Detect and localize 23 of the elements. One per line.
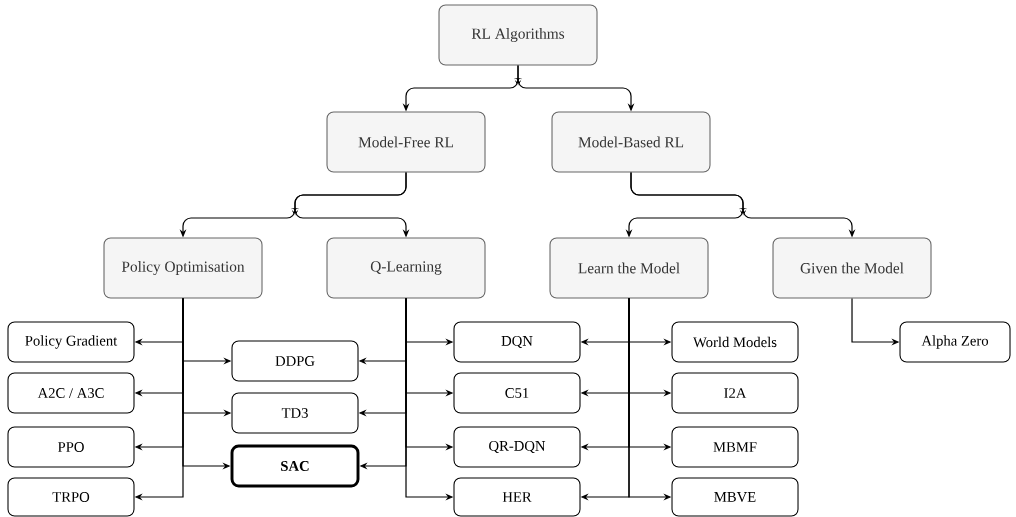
algorithm-box: DQN [453, 321, 581, 363]
algorithm-box: TRPO [7, 477, 135, 517]
algorithm-box: I2A [671, 372, 799, 414]
algorithm-box: MBVE [671, 477, 799, 517]
category-box: Q-Learning [326, 237, 486, 299]
category-box: Policy Optimisation [103, 237, 263, 299]
category-box: Model-Free RL [326, 111, 486, 173]
algorithm-box: TD3 [231, 392, 359, 434]
algorithm-box: MBMF [671, 426, 799, 468]
algorithm-box: HER [453, 477, 581, 517]
category-box: Given the Model [772, 237, 932, 299]
category-box: RL Algorithms [438, 4, 598, 66]
algorithm-box: Alpha Zero [899, 321, 1011, 363]
algorithm-box: PPO [7, 426, 135, 468]
algorithm-box: SAC [230, 444, 360, 488]
algorithm-box: DDPG [231, 340, 359, 382]
algorithm-box: World Models [671, 321, 799, 363]
category-box: Learn the Model [549, 237, 709, 299]
algorithm-box: Policy Gradient [7, 321, 135, 363]
algorithm-box: A2C / A3C [7, 372, 135, 414]
algorithm-box: C51 [453, 372, 581, 414]
algorithm-box: QR-DQN [453, 426, 581, 468]
category-box: Model-Based RL [551, 111, 711, 173]
